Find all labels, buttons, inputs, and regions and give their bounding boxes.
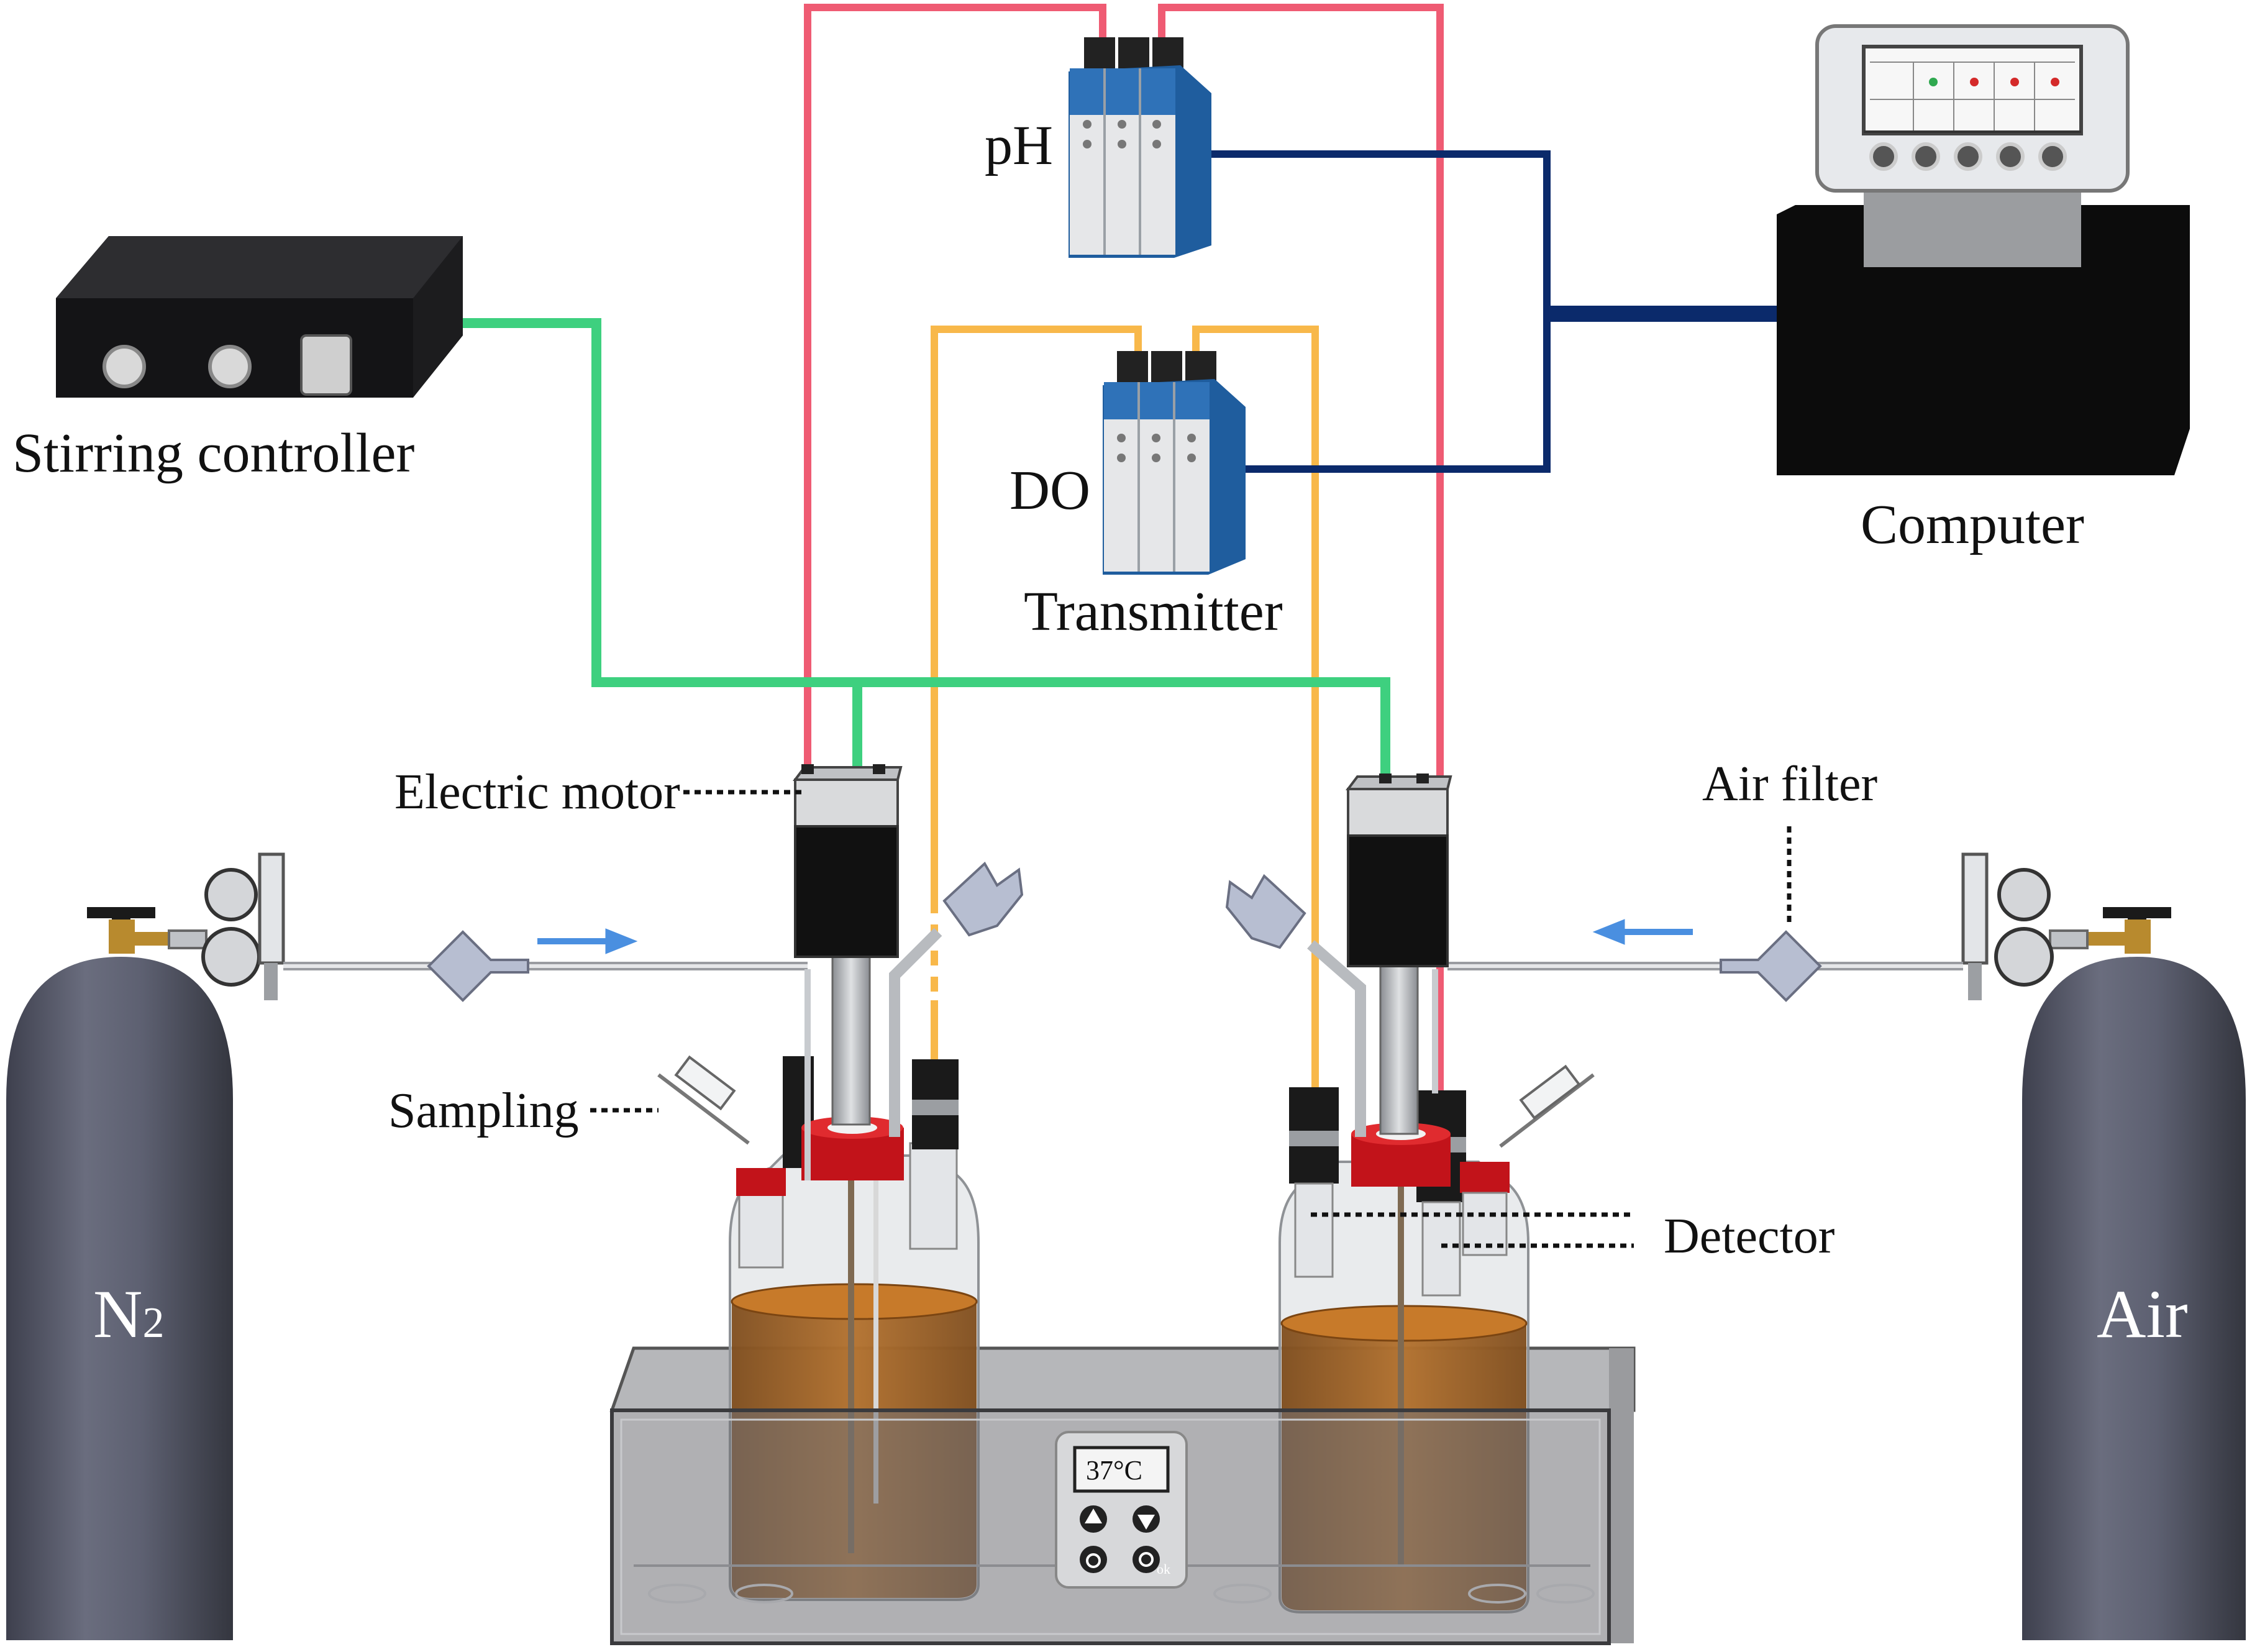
detector-label: Detector <box>1664 1209 1835 1264</box>
n2-main-text: N <box>93 1276 143 1352</box>
power-icon <box>1080 1546 1107 1573</box>
data-cable <box>1205 150 1777 473</box>
right-syringe <box>1499 1064 1595 1148</box>
stirring-controller-box <box>56 236 463 398</box>
left-syringe <box>657 1055 750 1145</box>
power-switch <box>300 334 352 396</box>
air-cylinder <box>2022 907 2246 1640</box>
sampling-label: Sampling <box>388 1084 579 1138</box>
n2-tube <box>283 930 808 1002</box>
up-arrow-icon <box>1080 1505 1107 1533</box>
temperature-readout: 37°C <box>1086 1455 1142 1485</box>
air-filter-label: Air filter <box>1702 757 1878 811</box>
right-vent-filter <box>1225 874 1306 949</box>
air-label: Air <box>2097 1276 2188 1352</box>
ph-transmitter <box>1069 37 1211 258</box>
stirring-wire <box>435 318 1390 780</box>
left-vent-filter <box>942 861 1024 937</box>
n2-subscript: 2 <box>142 1299 165 1347</box>
water-bath-front <box>610 1408 1611 1645</box>
do-transmitter <box>1103 351 1246 575</box>
air-filter-unit <box>1720 930 1822 1002</box>
ok-icon <box>1133 1546 1160 1573</box>
knob-2 <box>208 345 252 388</box>
ok-button-label: ok <box>1157 1561 1170 1577</box>
leader-lines <box>590 790 1792 1248</box>
ph-label: pH <box>985 115 1053 176</box>
computer <box>1777 24 2190 475</box>
n2-label: N2 <box>93 1280 164 1348</box>
n2-regulator <box>168 852 285 1000</box>
transmitter-label: Transmitter <box>1024 581 1283 642</box>
air-tube <box>1447 930 1963 1002</box>
stirring-controller-label: Stirring controller <box>12 422 415 484</box>
knob-1 <box>103 345 146 388</box>
ph-wire <box>804 4 1444 1100</box>
down-arrow-icon <box>1133 1505 1160 1533</box>
computer-label: Computer <box>1861 494 2084 555</box>
temperature-display <box>1073 1446 1170 1493</box>
flow-arrow-out-icon <box>1592 919 1693 945</box>
do-wire <box>931 326 1319 1093</box>
electric-motor-label: Electric motor <box>394 765 680 819</box>
air-regulator <box>1961 852 2089 1000</box>
n2-air-filter <box>427 930 529 1002</box>
flow-arrow-in-icon <box>537 928 638 954</box>
screen-table <box>1870 62 2075 130</box>
do-label: DO <box>1010 460 1090 521</box>
n2-cylinder <box>6 907 233 1640</box>
